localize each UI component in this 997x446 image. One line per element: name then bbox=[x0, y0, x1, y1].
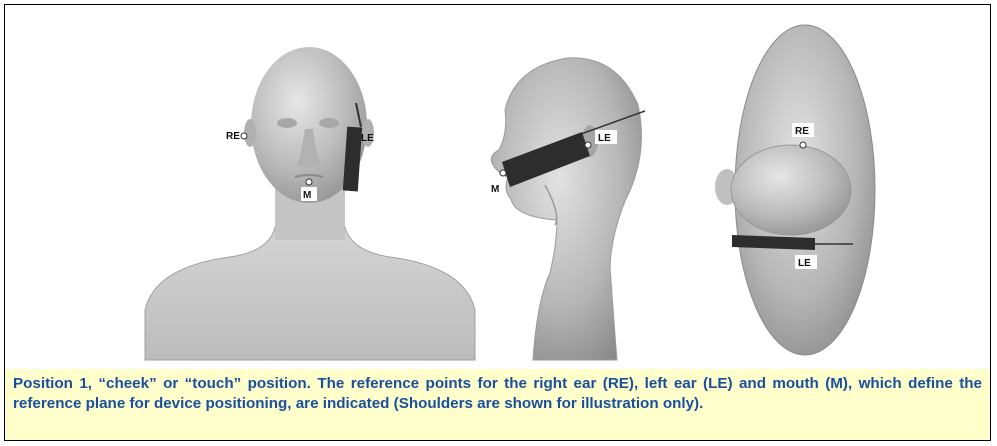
front-view: RE LE M bbox=[145, 47, 475, 360]
marker-re-front bbox=[241, 133, 247, 139]
figure-caption: Position 1, “cheek” or “touch” position.… bbox=[5, 369, 990, 440]
label-m-front: M bbox=[303, 190, 311, 201]
label-le-front: LE bbox=[361, 133, 374, 144]
label-le-side: LE bbox=[598, 133, 611, 144]
label-le-top: LE bbox=[798, 258, 811, 269]
phantom-illustration: RE LE M LE M bbox=[5, 5, 990, 369]
marker-m-front bbox=[306, 179, 312, 185]
label-re-front: RE bbox=[226, 131, 240, 142]
phantom-figure: RE LE M LE M bbox=[5, 5, 990, 370]
label-m-side: M bbox=[491, 184, 499, 195]
figure-frame: RE LE M LE M bbox=[4, 4, 991, 441]
label-re-top: RE bbox=[795, 126, 809, 137]
side-view: LE M bbox=[491, 58, 645, 360]
top-view: RE LE bbox=[715, 25, 875, 355]
